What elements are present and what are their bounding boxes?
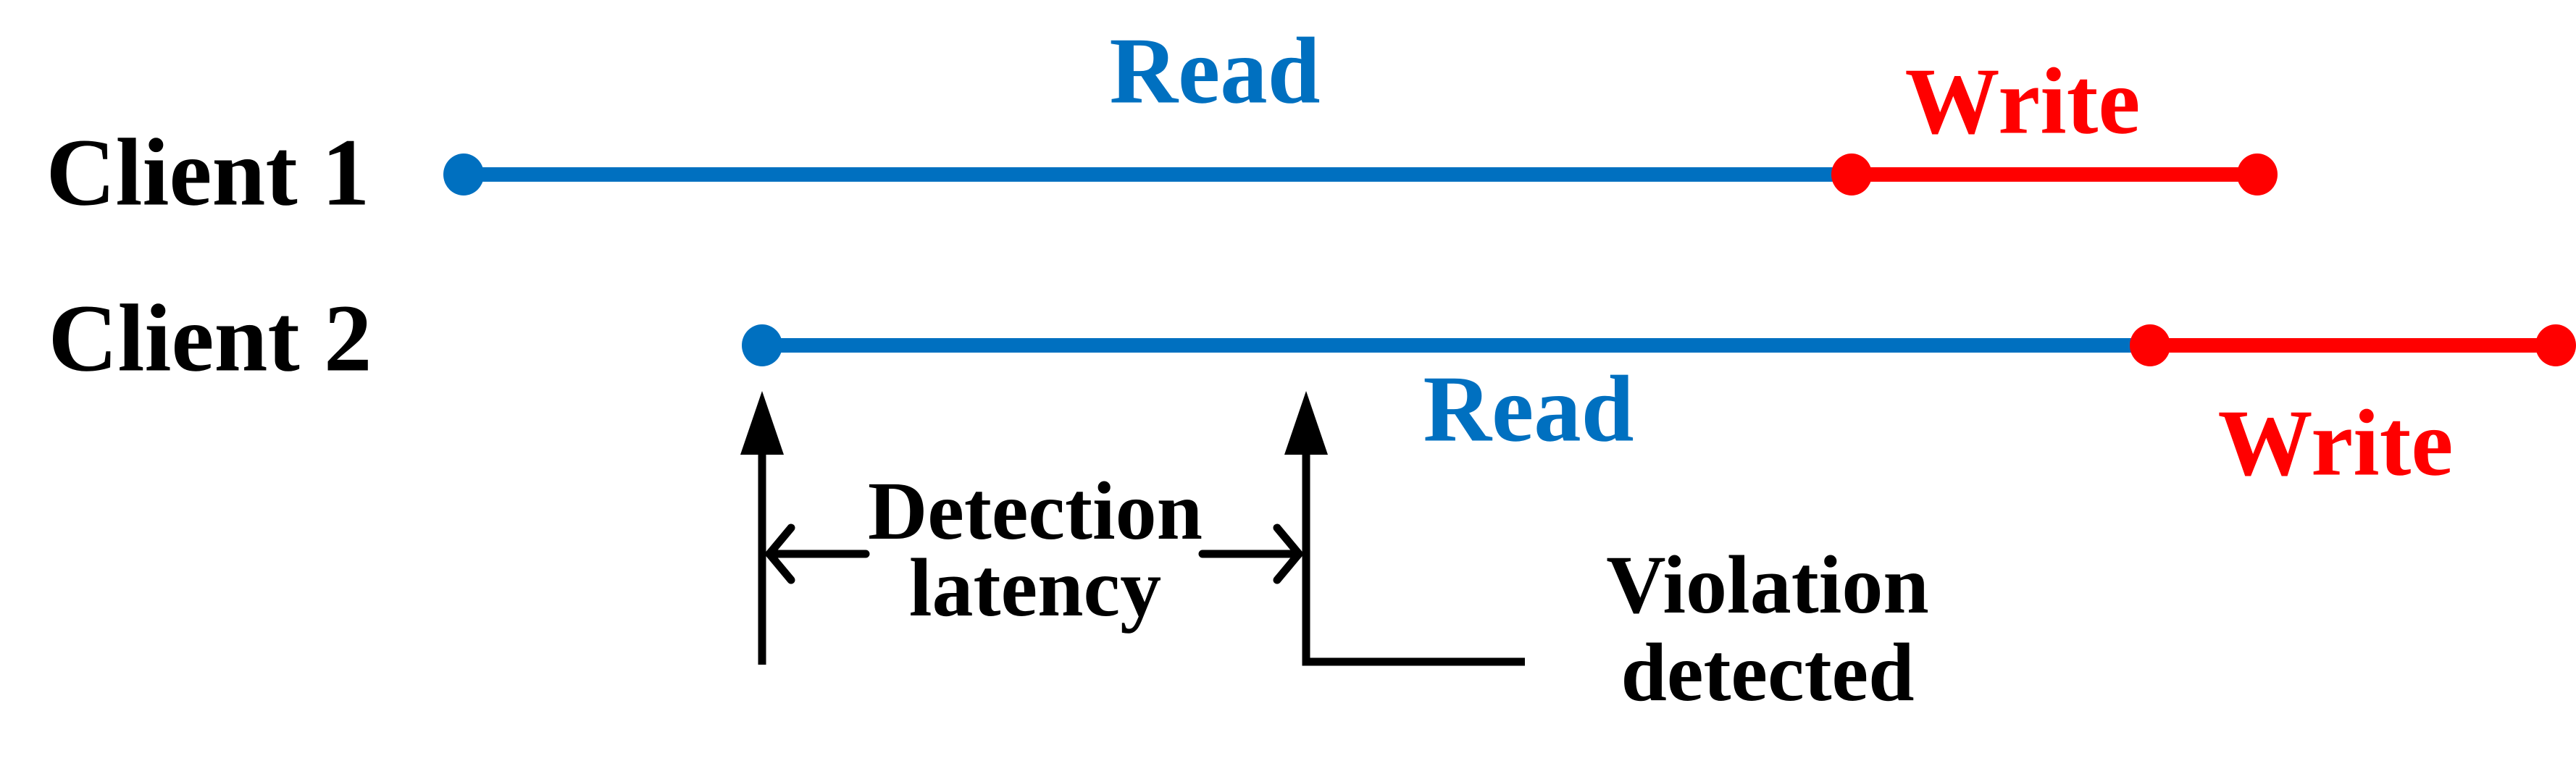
- client-2-write-end-dot: [2535, 324, 2576, 366]
- detection-latency-label-line2: latency: [908, 542, 1162, 634]
- client-1-read-start-dot: [443, 153, 484, 195]
- client-2-read-label: Read: [1423, 356, 1634, 462]
- detection-latency-label-line1: Detection: [867, 465, 1203, 557]
- left-up-arrow-head-icon: [740, 391, 784, 455]
- client-1-write-label: Write: [1904, 49, 2141, 154]
- right-up-arrow-elbow-connector: [1302, 449, 1525, 666]
- client-2-write-label: Write: [2217, 390, 2454, 496]
- right-up-arrow-head-icon: [1284, 391, 1328, 455]
- client-2-read-start-dot: [742, 324, 782, 366]
- client-2-label: Client 2: [48, 284, 372, 392]
- violation-detected-label-line1: Violation: [1606, 539, 1929, 631]
- dimension-arrow-right-icon: [1198, 523, 1303, 584]
- client-1-read-label: Read: [1109, 18, 1321, 124]
- client-1-label: Client 1: [46, 118, 370, 226]
- violation-detected-label-line2: detected: [1621, 626, 1915, 718]
- client-1-write-end-dot: [2237, 153, 2278, 195]
- client-2-write-start-dot: [2130, 324, 2170, 366]
- client-1-write-start-dot: [1831, 153, 1872, 195]
- dimension-arrow-left-icon: [765, 523, 870, 584]
